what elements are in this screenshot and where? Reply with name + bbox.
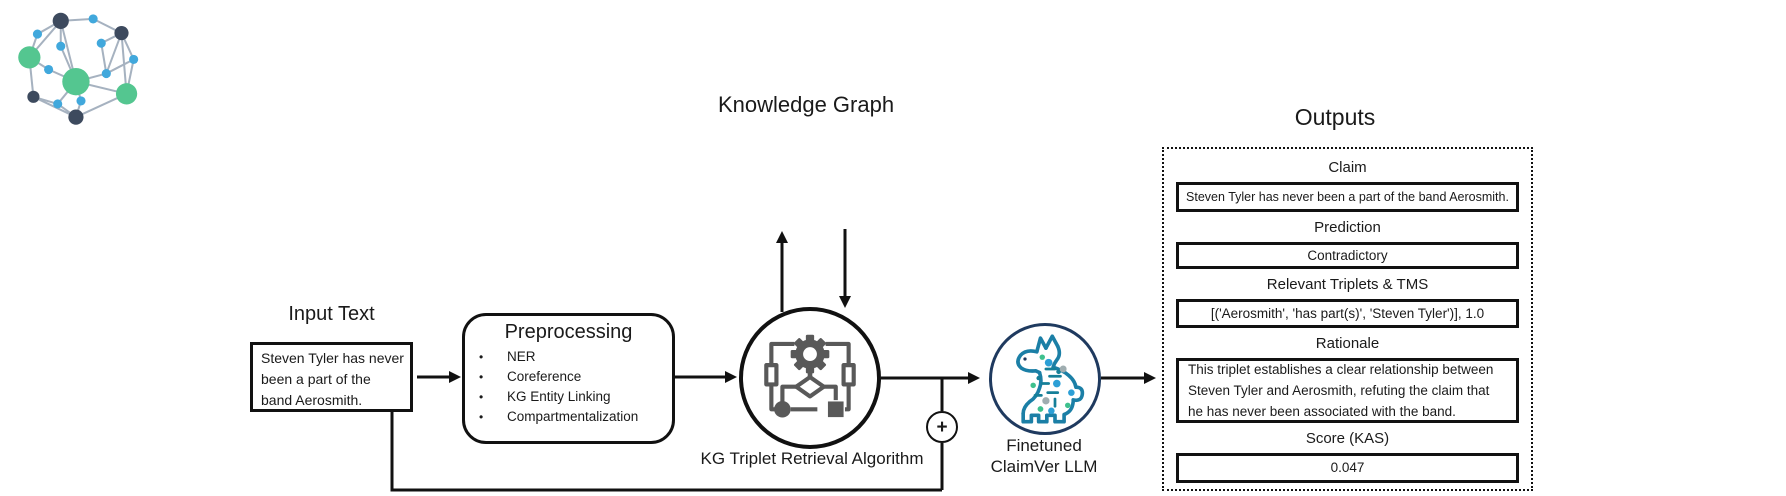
preprocessing-title: Preprocessing — [504, 321, 633, 343]
arrow-llm-to-outputs — [1144, 372, 1156, 384]
bullet-icon: • — [479, 390, 484, 404]
output-value-score: 0.047 — [1176, 453, 1519, 483]
arrow-preprocessing-to-retrieval — [725, 371, 737, 383]
llm-label-line2: ClaimVer LLM — [990, 457, 1098, 476]
circuit-llama-icon — [1016, 334, 1085, 424]
output-label-triplets: Relevant Triplets & TMS — [1266, 276, 1429, 293]
gear-flowchart-icon — [764, 334, 856, 418]
output-label-score: Score (KAS) — [1305, 430, 1390, 447]
input-text-heading: Input Text — [288, 303, 375, 325]
arrow-graph-to-retrieval — [839, 296, 851, 308]
bullet-icon: • — [479, 410, 484, 424]
outputs-panel: Claim Steven Tyler has never been a part… — [1162, 147, 1533, 491]
knowledge-graph-network-icon — [18, 12, 139, 125]
arrow-input-to-preprocessing — [449, 371, 461, 383]
output-value-prediction: Contradictory — [1176, 242, 1519, 269]
output-label-claim: Claim — [1328, 159, 1367, 176]
arrow-retrieval-to-graph — [776, 231, 788, 243]
plus-combiner: + — [926, 411, 958, 443]
preprocessing-box: Preprocessing •NER •Coreference •KG Enti… — [462, 313, 675, 444]
output-label-prediction: Prediction — [1314, 219, 1381, 236]
llm-label: Finetuned ClaimVer LLM — [944, 435, 1144, 477]
list-item: •KG Entity Linking — [479, 387, 672, 407]
output-label-rationale: Rationale — [1315, 335, 1380, 352]
knowledge-graph-title: Knowledge Graph — [717, 92, 895, 117]
preprocessing-list: •NER •Coreference •KG Entity Linking •Co… — [465, 347, 672, 427]
flow-arrowheads — [449, 231, 1156, 384]
arrow-retrieval-to-llm — [968, 372, 980, 384]
retrieval-algorithm-label: KG Triplet Retrieval Algorithm — [700, 449, 924, 468]
list-item: •NER — [479, 347, 672, 367]
outputs-title: Outputs — [1294, 104, 1376, 130]
llm-node — [989, 323, 1101, 435]
output-value-claim: Steven Tyler has never been a part of th… — [1176, 182, 1519, 212]
flow-lines — [390, 229, 1144, 492]
graph-nodes — [18, 12, 139, 125]
llm-label-line1: Finetuned — [1006, 436, 1082, 455]
list-item: •Compartmentalization — [479, 407, 672, 427]
retrieval-algorithm-node — [739, 307, 881, 449]
bullet-icon: • — [479, 370, 484, 384]
output-value-rationale: This triplet establishes a clear relatio… — [1176, 358, 1519, 423]
bullet-icon: • — [479, 350, 484, 364]
output-value-triplets: [('Aerosmith', 'has part(s)', 'Steven Ty… — [1176, 299, 1519, 328]
input-text-box: Steven Tyler has never been a part of th… — [250, 342, 413, 412]
list-item: •Coreference — [479, 367, 672, 387]
